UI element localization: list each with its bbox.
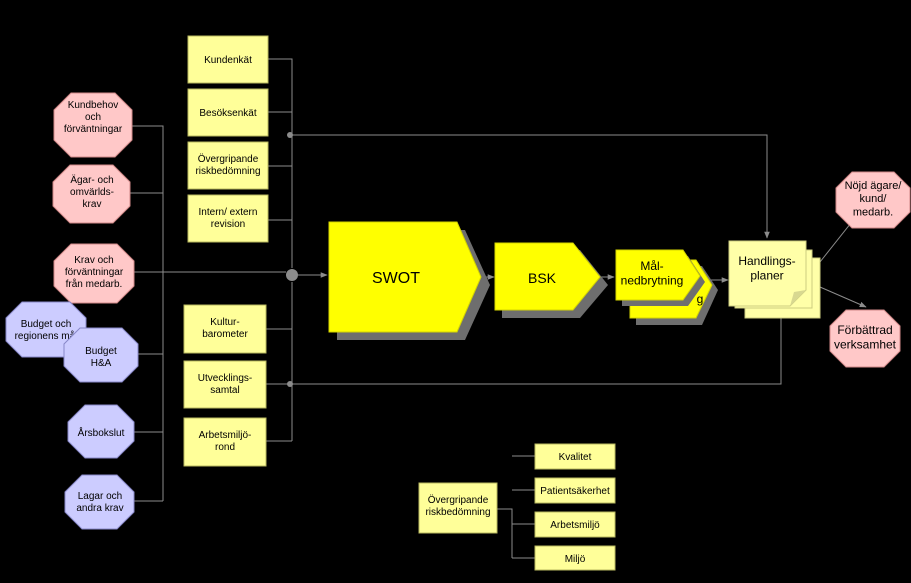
malnedbrytning-arrow: g Mål-nedbrytning — [615, 249, 718, 325]
risk-child-arbetsmiljo: Arbetsmiljö — [534, 511, 616, 538]
risk-child-kvalitet: Kvalitet — [534, 443, 616, 470]
bsk-label: BSK — [528, 270, 557, 286]
input-box-label: Utvecklings-samtal — [198, 373, 252, 396]
input-box-kulturbarometer: Kultur-barometer — [183, 304, 267, 354]
risk-child-label: Arbetsmiljö — [550, 520, 600, 531]
input-box-utvecklingssamtal: Utvecklings-samtal — [183, 360, 267, 409]
handlingsplaner-label: Handlings-planer — [738, 254, 795, 282]
malnedbrytning-label: Mål-nedbrytning — [621, 259, 684, 287]
input-box-besoksenkat: Besöksenkät — [187, 88, 269, 137]
octagon-label: Årsbokslut — [78, 426, 125, 439]
outcome-label: Nöjd ägare/kund/medarb. — [845, 180, 903, 218]
risk-child-patientsakerhet: Patientsäkerhet — [534, 477, 616, 504]
malnedbrytning-hidden-fragment: g — [697, 292, 704, 306]
risk-child-label: Patientsäkerhet — [540, 486, 610, 497]
junction-dot — [287, 381, 293, 387]
junction-dot — [287, 132, 293, 138]
octagon-arsbokslut: Årsbokslut — [67, 404, 135, 459]
outcome-nojd: Nöjd ägare/kund/medarb. — [835, 171, 911, 229]
input-box-arbetsmiljorond: Arbetsmiljö-rond — [183, 417, 267, 467]
input-box-kundenkat: Kundenkät — [187, 35, 269, 84]
swot-label: SWOT — [372, 270, 420, 287]
junction-dot — [286, 269, 298, 281]
input-box-label: Besöksenkät — [199, 108, 256, 119]
input-box-label: Kultur-barometer — [202, 317, 248, 340]
handlingsplaner-stack: Handlings-planer — [728, 240, 821, 319]
input-box-label: Arbetsmiljö-rond — [199, 430, 252, 453]
bsk-arrow: BSK — [494, 242, 608, 318]
risk-child-miljo: Miljö — [534, 545, 616, 571]
risk-child-label: Miljö — [565, 554, 586, 565]
risk-child-label: Kvalitet — [559, 452, 592, 463]
input-box-label: Kundenkät — [204, 55, 252, 66]
swot-arrow: SWOT — [328, 221, 490, 340]
